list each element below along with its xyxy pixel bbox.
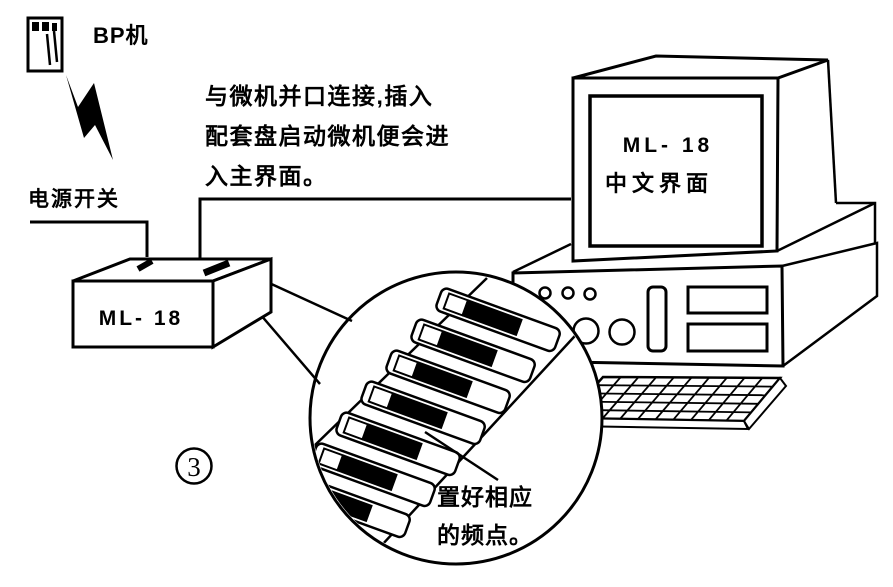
led-indicator	[561, 286, 575, 300]
pager-button	[52, 23, 57, 31]
screen-model-text: ML- 18	[623, 134, 714, 157]
keyboard	[564, 375, 788, 431]
case-front-details	[538, 285, 769, 353]
dip-switch	[335, 411, 461, 477]
dip-switch	[385, 349, 511, 415]
dip-switch	[312, 442, 436, 508]
dip-switch	[435, 287, 561, 353]
drive-bay	[686, 285, 769, 315]
figure-number-text: 3	[187, 452, 201, 482]
magnifier-caption-line2: 的频点。	[437, 522, 533, 548]
pager-button	[42, 22, 49, 31]
ml18-device-box: ML- 18	[71, 256, 273, 350]
figure-number-badge: 3	[175, 447, 213, 485]
monitor-screen	[588, 94, 764, 248]
panel-slot	[646, 285, 668, 353]
reset-button	[608, 318, 636, 346]
figure-number-circle	[175, 447, 213, 485]
instruction-note: 与微机并口连接,插入 配套盘启动微机便会进 入主界面。	[205, 83, 450, 189]
instruction-line1: 与微机并口连接,插入	[205, 83, 433, 109]
lightning-bolt-icon	[66, 75, 113, 160]
pager-display-line	[52, 30, 59, 63]
drive-bay	[686, 322, 769, 353]
led-indicator	[583, 287, 597, 301]
pager-button	[32, 22, 39, 31]
magnifier-view: 置好相应 的频点。	[308, 270, 604, 566]
dip-switch	[410, 318, 536, 384]
keyboard-keys-grid	[574, 376, 773, 422]
power-switch-pointer	[30, 220, 149, 257]
instruction-line3: 入主界面。	[205, 163, 328, 189]
monitor-base-corner	[836, 201, 877, 243]
monitor-back-right-edge	[826, 59, 838, 204]
box-front-face	[71, 279, 215, 349]
power-switch-label: 电源开关	[28, 187, 120, 211]
parallel-port-cable	[198, 197, 571, 259]
caption-leader-line	[424, 430, 499, 482]
monitor-top-face	[572, 54, 829, 80]
pager	[26, 16, 64, 73]
pager-label: BP机	[93, 23, 149, 48]
monitor-base-edge	[776, 201, 876, 253]
monitor: ML- 18 中文界面	[571, 54, 838, 263]
dip-switch-mark	[202, 259, 231, 277]
pager-display-line	[45, 33, 52, 66]
magnifier-caption-line1: 置好相应	[437, 484, 533, 510]
instruction-line2: 配套盘启动微机便会进	[205, 123, 450, 149]
led-indicator	[538, 286, 552, 300]
screen-interface-text: 中文界面	[605, 171, 713, 196]
power-switch-mark	[136, 258, 154, 272]
case-top-left-edge	[512, 242, 572, 274]
case-right-side	[781, 241, 879, 368]
dip-switch	[360, 380, 486, 446]
device-label: ML- 18	[99, 307, 184, 330]
